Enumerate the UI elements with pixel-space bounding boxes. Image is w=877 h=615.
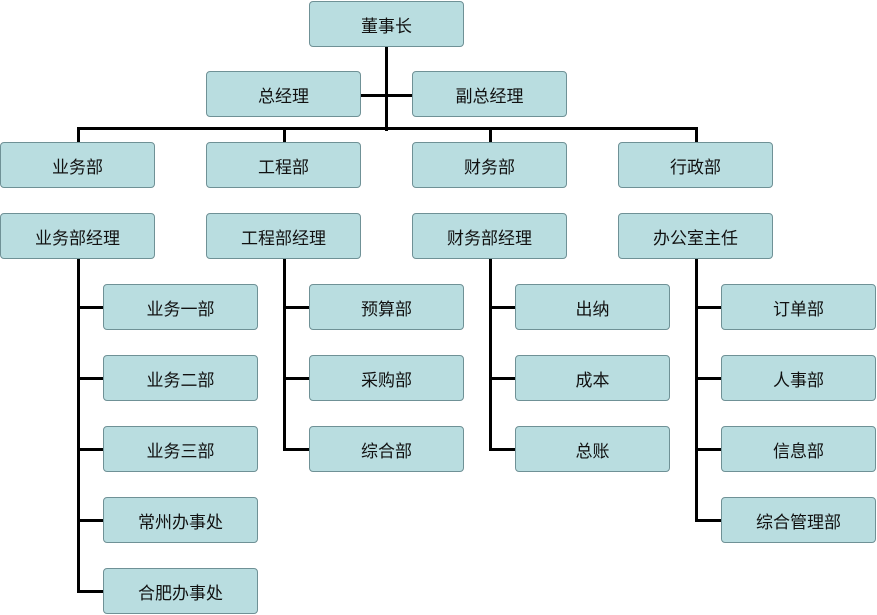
connector-line	[77, 590, 104, 593]
unit-box: 订单部	[721, 284, 876, 330]
connector-line	[283, 377, 310, 380]
general-manager-box: 总经理	[206, 71, 361, 117]
connector-line	[283, 259, 286, 451]
manager-box-sales: 业务部经理	[0, 213, 155, 259]
connector-line	[695, 259, 698, 522]
connector-line	[695, 127, 698, 143]
connector-line	[77, 306, 104, 309]
manager-box-finance: 财务部经理	[412, 213, 567, 259]
department-box-sales: 业务部	[0, 142, 155, 188]
connector-line	[283, 306, 310, 309]
connector-line	[695, 519, 722, 522]
connector-line	[77, 259, 80, 592]
connector-line	[77, 377, 104, 380]
connector-line	[695, 306, 722, 309]
unit-box: 综合部	[309, 426, 464, 472]
department-box-administration: 行政部	[618, 142, 773, 188]
unit-box: 业务二部	[103, 355, 258, 401]
connector-line	[77, 448, 104, 451]
unit-box: 预算部	[309, 284, 464, 330]
connector-line	[77, 127, 696, 130]
manager-box-administration: 办公室主任	[618, 213, 773, 259]
connector-line	[489, 259, 492, 451]
unit-box: 常州办事处	[103, 497, 258, 543]
connector-line	[489, 127, 492, 143]
connector-line	[283, 127, 286, 143]
unit-box: 人事部	[721, 355, 876, 401]
connector-line	[489, 306, 516, 309]
connector-line	[489, 448, 516, 451]
connector-line	[77, 127, 80, 143]
department-box-finance: 财务部	[412, 142, 567, 188]
chairman-box: 董事长	[309, 1, 464, 47]
unit-box: 总账	[515, 426, 670, 472]
connector-line	[385, 47, 388, 131]
connector-line	[695, 448, 722, 451]
unit-box: 信息部	[721, 426, 876, 472]
connector-line	[283, 448, 310, 451]
department-box-engineering: 工程部	[206, 142, 361, 188]
unit-box: 出纳	[515, 284, 670, 330]
connector-line	[361, 94, 414, 97]
connector-line	[489, 377, 516, 380]
unit-box: 合肥办事处	[103, 568, 258, 614]
connector-line	[695, 377, 722, 380]
connector-line	[77, 519, 104, 522]
unit-box: 综合管理部	[721, 497, 876, 543]
deputy-general-manager-box: 副总经理	[412, 71, 567, 117]
unit-box: 业务三部	[103, 426, 258, 472]
manager-box-engineering: 工程部经理	[206, 213, 361, 259]
unit-box: 成本	[515, 355, 670, 401]
unit-box: 业务一部	[103, 284, 258, 330]
unit-box: 采购部	[309, 355, 464, 401]
